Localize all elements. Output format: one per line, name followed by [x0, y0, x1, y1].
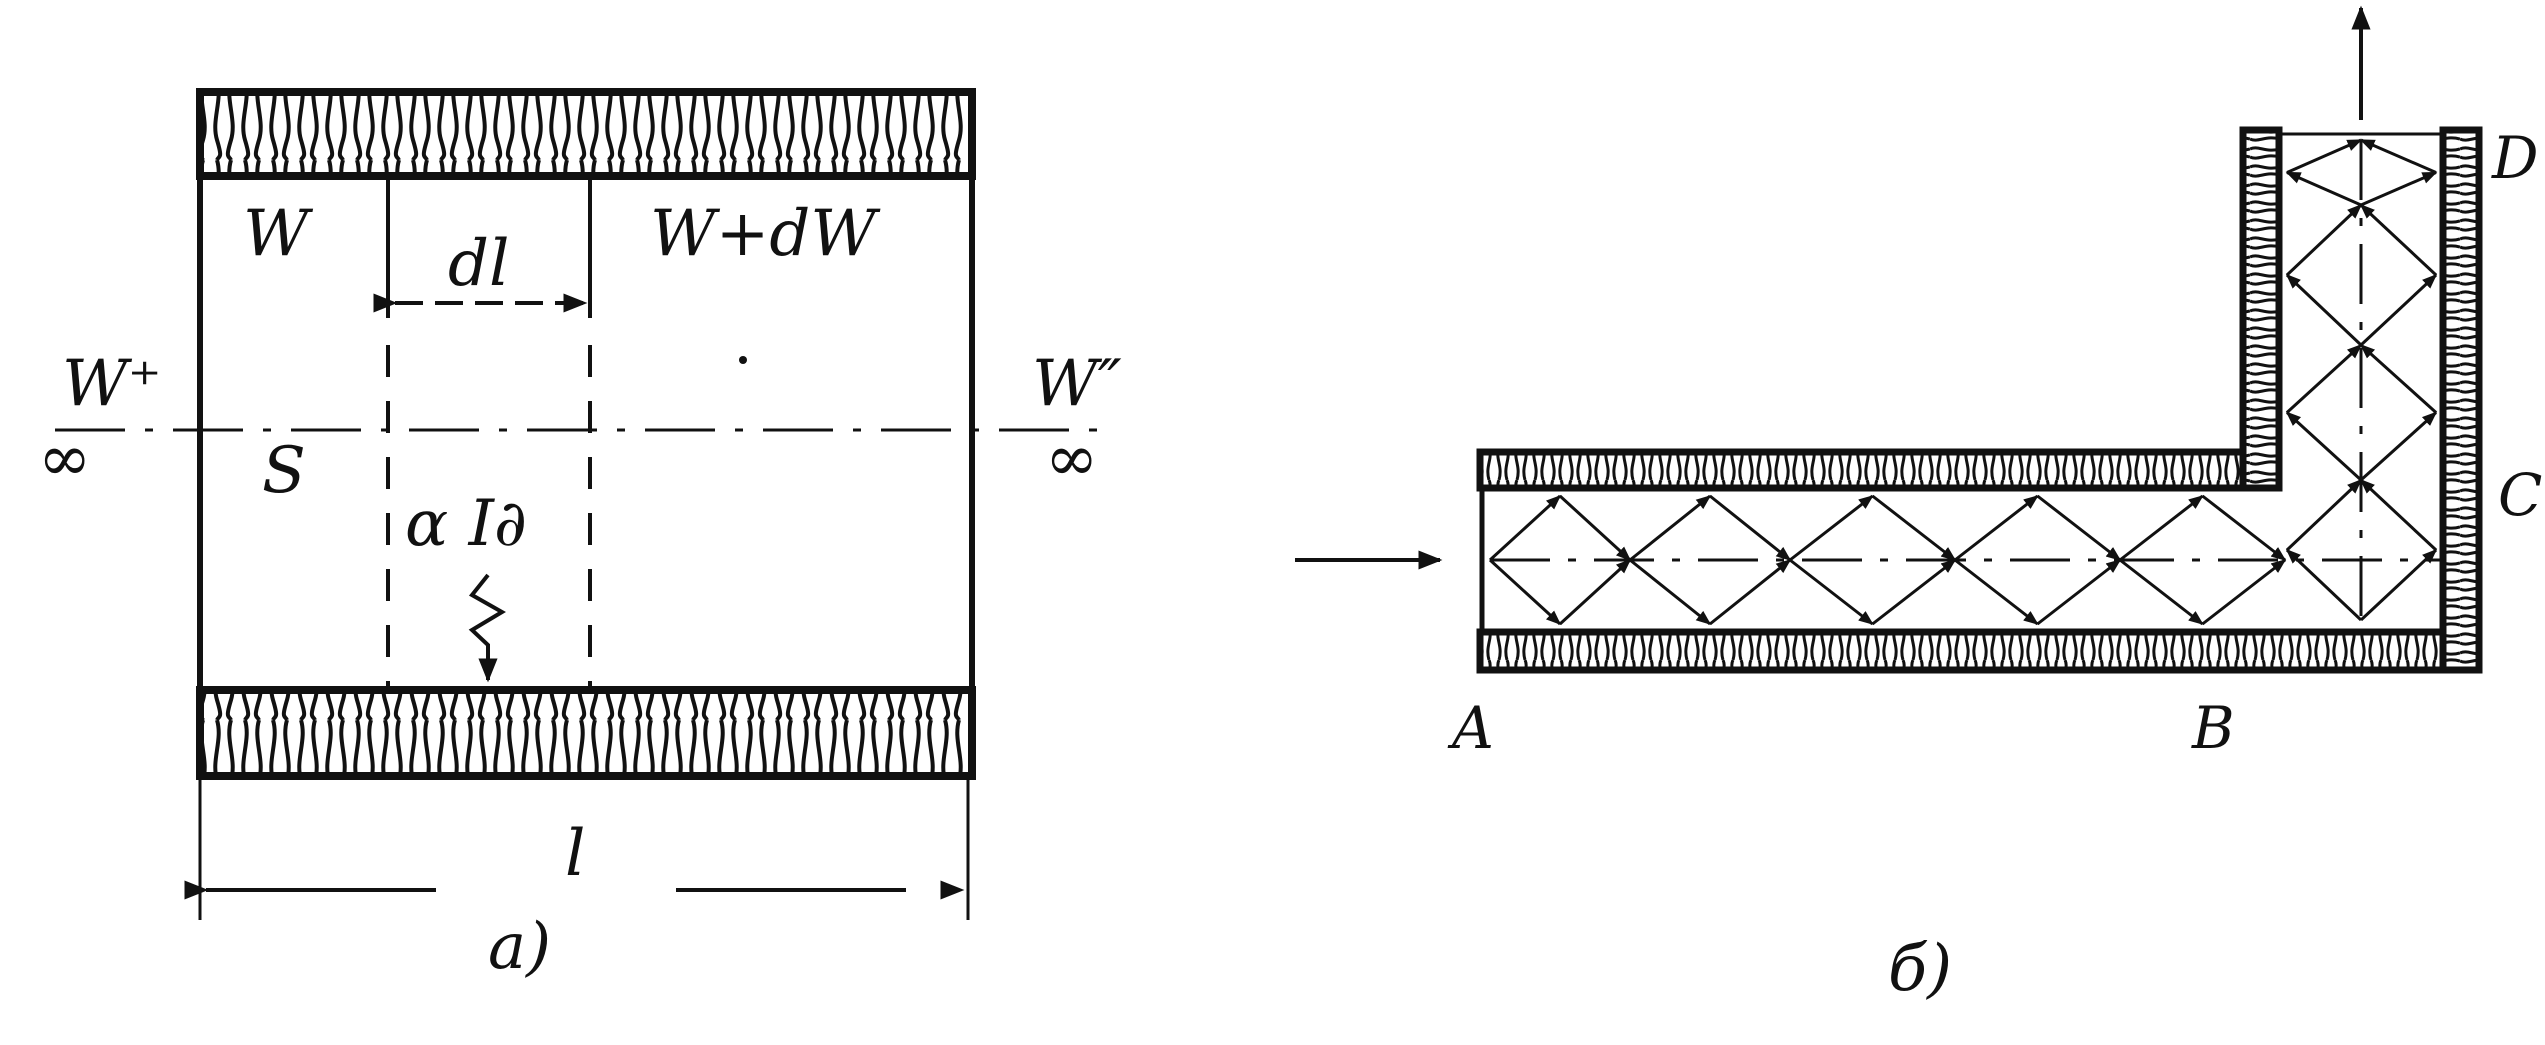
label-A: A — [1447, 694, 1494, 762]
ray — [2119, 558, 2204, 626]
figure-b: A B C D б) — [1295, 5, 2542, 1006]
ray — [2359, 411, 2438, 482]
ray — [2285, 171, 2362, 207]
ray — [2285, 343, 2363, 414]
ray — [1789, 558, 1874, 626]
ray — [2360, 171, 2438, 207]
ray — [2285, 273, 2363, 347]
caption-a: a) — [488, 910, 551, 984]
bottom-wall — [196, 686, 976, 780]
ray — [2286, 138, 2363, 174]
label-W-dW: W+dW — [650, 197, 881, 271]
ray — [1629, 494, 1712, 562]
ray — [2119, 494, 2204, 562]
label-dl: dl — [448, 227, 509, 301]
duct-outer-vertical-wall — [2439, 126, 2483, 674]
ray — [2359, 138, 2437, 174]
label-D: D — [2491, 124, 2539, 192]
label-C: C — [2498, 461, 2542, 529]
label-W-double-prime: W″ — [1032, 347, 1122, 421]
ray — [1488, 494, 1562, 562]
ray — [2036, 558, 2122, 626]
center-dot — [739, 356, 747, 364]
label-W: W — [243, 197, 314, 271]
ray — [2359, 203, 2438, 277]
label-B: B — [2191, 694, 2235, 762]
ray — [2201, 558, 2287, 626]
ray — [1558, 494, 1632, 562]
ray — [2285, 411, 2363, 482]
label-infinity-left: ∞ — [38, 422, 91, 496]
caption-b: б) — [1888, 932, 1952, 1006]
duct-bottom-wall — [1476, 628, 2479, 674]
ray — [2285, 478, 2363, 552]
ray — [1871, 494, 1957, 562]
ray — [2285, 548, 2363, 622]
ray — [1954, 494, 2039, 562]
label-S: S — [262, 434, 306, 508]
top-wall — [196, 88, 976, 180]
label-W-plus: W⁺ — [62, 347, 162, 421]
ray — [2359, 478, 2438, 552]
heat-flux-arrow — [468, 573, 506, 683]
duct-top-wall — [1476, 448, 2254, 492]
ray — [1709, 558, 1792, 626]
label-infinity-right: ∞ — [1045, 422, 1098, 496]
ray — [2036, 494, 2122, 562]
ray — [2285, 203, 2363, 277]
label-l: l — [565, 817, 585, 891]
ray — [1558, 558, 1632, 626]
ray — [1488, 558, 1562, 626]
ray — [1629, 558, 1712, 626]
ray — [1709, 494, 1792, 562]
ray — [1871, 558, 1957, 626]
duct-inner-vertical-wall — [2239, 126, 2283, 492]
ray — [2359, 343, 2438, 414]
radiation-ray-network — [1488, 138, 2438, 626]
ray — [2359, 548, 2438, 622]
figure-a: W W+dW dl W⁺ ∞ S α I∂ W″ ∞ l a) — [38, 88, 1122, 984]
ray — [1954, 558, 2039, 626]
ray — [2201, 494, 2287, 562]
ray — [2359, 273, 2438, 347]
ray — [1789, 494, 1874, 562]
label-alpha-I: α I∂ — [405, 487, 527, 561]
